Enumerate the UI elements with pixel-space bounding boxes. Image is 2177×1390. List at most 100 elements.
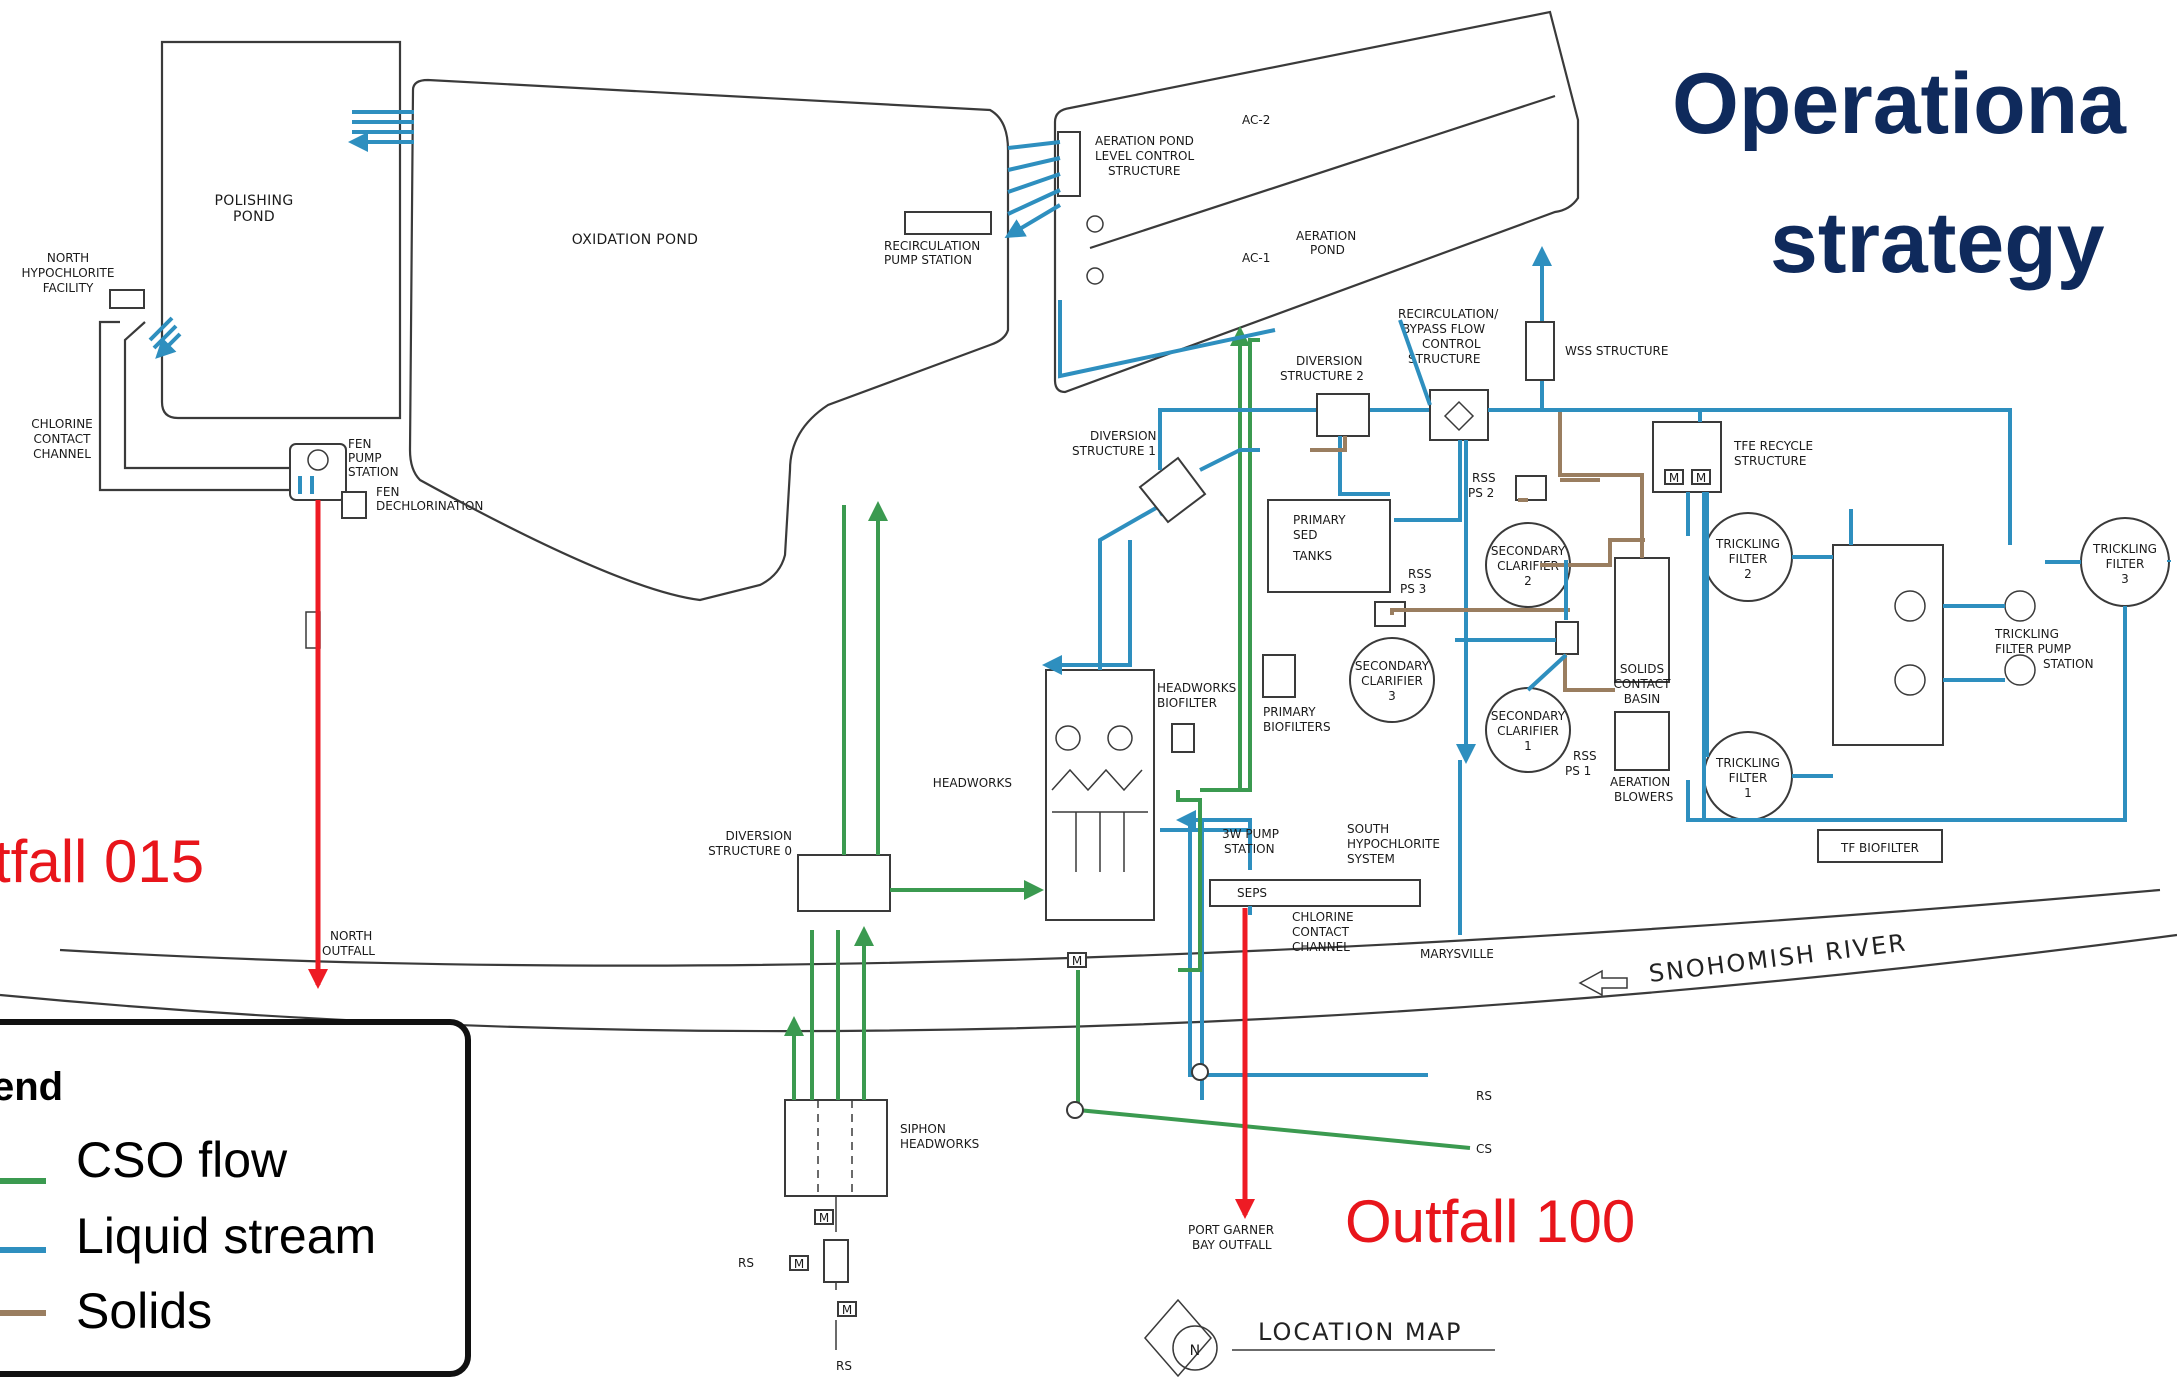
- oxidation-pond: [408, 78, 1010, 602]
- legend-title: end: [0, 1065, 63, 1109]
- apl-label-3: STRUCTURE: [1108, 164, 1180, 178]
- secondary-clarifier-3: [1349, 637, 1435, 723]
- sc3-label-1: SECONDARY: [1355, 659, 1430, 673]
- recirc-ps-label-2: PUMP STATION: [884, 253, 972, 267]
- port-garner-label-1: PORT GARNER: [1188, 1223, 1274, 1237]
- 3w-label-1: 3W PUMP: [1222, 827, 1279, 841]
- recirc-label-3: CONTROL: [1422, 337, 1481, 351]
- m-label: M: [1072, 954, 1082, 968]
- fen-dechlorination: [341, 491, 367, 519]
- apl-label-1: AERATION POND: [1095, 134, 1194, 148]
- ds0-to-oxidation-flows: [842, 505, 878, 855]
- flow-direction-arrow-icon: [1578, 969, 1628, 997]
- ccc-south-label-1: CHLORINE: [1292, 910, 1354, 924]
- polishing-pond-label-1: POLISHING: [215, 193, 294, 209]
- ds1-return: [1042, 540, 1132, 675]
- 3w-to-headworks: [1160, 820, 1252, 870]
- tf-biofilter: [1817, 829, 1943, 863]
- recirc-ps-label-1: RECIRCULATION: [884, 239, 980, 253]
- apl-label-2: LEVEL CONTROL: [1095, 149, 1194, 163]
- ac2-label: AC-2: [1242, 113, 1270, 127]
- wss-structure: [1525, 321, 1555, 381]
- tfps-label-2: FILTER PUMP: [1995, 642, 2071, 656]
- cs-label: CS: [1476, 1142, 1492, 1156]
- siphon-grit-chamber: [823, 1239, 849, 1283]
- title-line-2: strategy: [1770, 195, 2105, 291]
- scb-label-3: BASIN: [1624, 692, 1661, 706]
- tf2-label-2: FILTER: [1729, 552, 1768, 566]
- ccc-south-label-3: CHANNEL: [1292, 940, 1350, 954]
- marysville-line: [1248, 760, 1462, 935]
- tf2-label-1: TRICKLING: [1715, 537, 1780, 551]
- sc3-label-3: 3: [1388, 689, 1396, 703]
- tf1-label-3: 1: [1744, 786, 1752, 800]
- m-box: [1067, 952, 1087, 968]
- headworks-cso-bypass: [1176, 338, 1260, 972]
- ac1-label: AC-1: [1242, 251, 1270, 265]
- m-label: M: [794, 1257, 804, 1271]
- aeration-pond-label-1: AERATION: [1296, 229, 1356, 243]
- tfps-label-1: TRICKLING: [1994, 627, 2059, 641]
- fen-dechlor-label-1: FEN: [376, 485, 399, 499]
- sc1-label-1: SECONDARY: [1491, 709, 1566, 723]
- polishing-pond-outflow: [150, 316, 182, 356]
- siphon-to-ds0-flows: [810, 930, 864, 1100]
- headworks-tank-icon: [1055, 725, 1081, 751]
- wss-label: WSS STRUCTURE: [1565, 344, 1668, 358]
- tf-biofilter-label: TF BIOFILTER: [1840, 841, 1919, 855]
- outfall-015-label: tfall 015: [0, 828, 204, 895]
- ccc-north-label-3: CHANNEL: [33, 447, 91, 461]
- rss-ps1-label-1: RSS: [1573, 749, 1597, 763]
- scb-solids-return: [1558, 410, 1644, 558]
- pump-icon: [2004, 590, 2036, 622]
- aeration-blowers: [1614, 711, 1670, 771]
- tf2-label-3: 2: [1744, 567, 1752, 581]
- sc2-label-3: 2: [1524, 574, 1532, 588]
- aeration-to-oxidation-flows: [1008, 140, 1062, 236]
- m-label: M: [1669, 471, 1679, 485]
- rs-siphon-label: RS: [738, 1256, 754, 1270]
- recirc-label-1: RECIRCULATION/: [1398, 307, 1499, 321]
- siphon-headworks: [784, 1099, 888, 1197]
- fen-pump-label-2: PUMP: [348, 451, 382, 465]
- oxidation-to-polishing-flows: [352, 110, 414, 142]
- headworks-to-ds1: [1098, 498, 1174, 670]
- primary-sed-tanks: [1267, 499, 1391, 593]
- sc1-label-3: 1: [1524, 739, 1532, 753]
- north-outfall-label-1: NORTH: [330, 929, 372, 943]
- sc1-label-2: CLARIFIER: [1497, 724, 1559, 738]
- ds2-label-2: STRUCTURE 2: [1280, 369, 1364, 383]
- pst-label-3: TANKS: [1292, 549, 1332, 563]
- rs-siphon-bottom-label: RS: [836, 1359, 852, 1373]
- junction-icon: [1066, 1101, 1084, 1119]
- diversion-structure-2: [1316, 393, 1370, 437]
- north-hypochlorite-label-2: HYPOCHLORITE: [22, 266, 115, 280]
- m-label: M: [819, 1211, 829, 1225]
- south-hypo-label-3: SYSTEM: [1347, 852, 1395, 866]
- recirc-label-4: STRUCTURE: [1408, 352, 1480, 366]
- port-garner-label-2: BAY OUTFALL: [1192, 1238, 1272, 1252]
- recirc-feed: [1398, 319, 1432, 406]
- solids-splitter: [1555, 621, 1579, 655]
- m-box: [1691, 469, 1711, 485]
- siphon-label-2: HEADWORKS: [900, 1137, 979, 1151]
- fen-pump-flow: [298, 476, 314, 494]
- location-map-label: LOCATION MAP: [1258, 1318, 1463, 1346]
- north-hypochlorite-label-3: FACILITY: [43, 281, 94, 295]
- tfps-label-3: STATION: [2043, 657, 2094, 671]
- south-chlorine-contact-channel: [1209, 879, 1421, 907]
- north-arrow-icon: [1144, 1298, 1212, 1378]
- headworks-channels: [1052, 811, 1148, 872]
- tf1-label-1: TRICKLING: [1715, 756, 1780, 770]
- tf3-label-2: FILTER: [2106, 557, 2145, 571]
- fen-dechlor-label-2: DECHLORINATION: [376, 499, 483, 513]
- junction-icon: [1191, 1063, 1209, 1081]
- north-hypochlorite-facility: [109, 289, 145, 309]
- legend-item-cso: CSO flow: [76, 1132, 288, 1188]
- ds2-label-1: DIVERSION: [1296, 354, 1363, 368]
- siphon-divider: [817, 1100, 853, 1196]
- recirc-bypass-structure: [1429, 389, 1489, 441]
- m-box: [814, 1209, 834, 1225]
- primary-biofilters: [1262, 654, 1296, 698]
- pump-icon: [2004, 654, 2036, 686]
